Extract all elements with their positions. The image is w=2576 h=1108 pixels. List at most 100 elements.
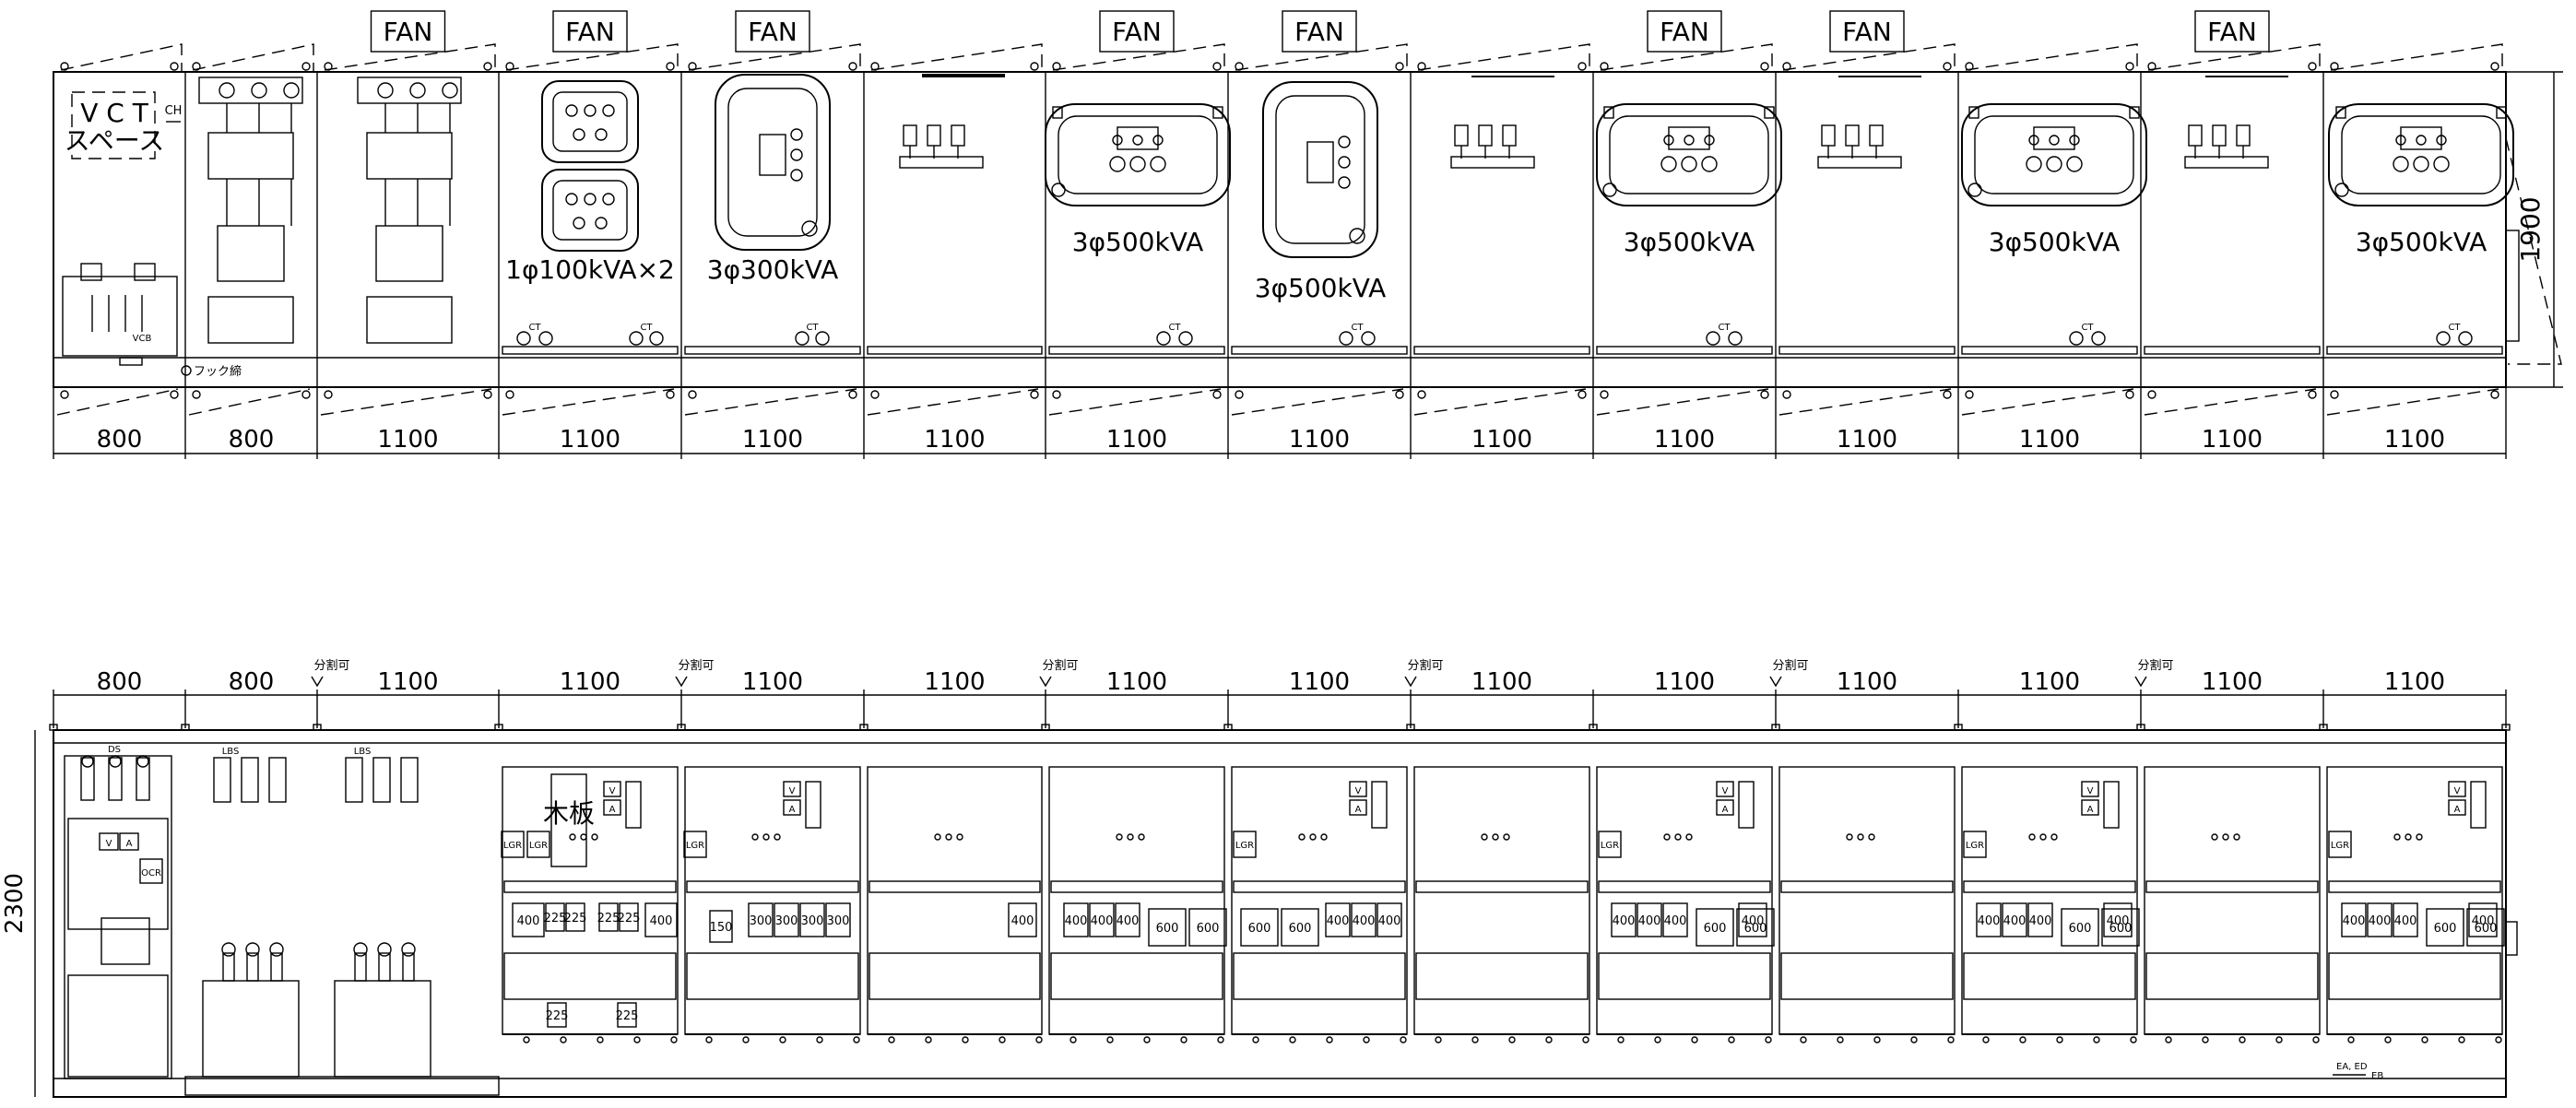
xfmr-lug [1603,106,1614,119]
breaker [1637,902,1662,937]
bushing [1338,176,1351,189]
rivet [1143,1036,1151,1043]
bolt-symbol [1030,62,1039,71]
rivet [2239,1036,2246,1043]
capacitor-bushing [354,952,367,982]
width-dimension: 1100 [924,426,985,454]
lift-lug [181,724,190,731]
ds-pole [80,757,95,801]
xfmr-tank [1045,103,1231,206]
bushing [1338,156,1351,169]
indicator [1663,833,1671,841]
lbs-pole [927,124,941,147]
breaker [2061,908,2099,947]
breaker-rating: 400 [1065,914,1088,928]
switch-frame [366,132,453,180]
indicator [1138,833,1145,841]
lgr-label: LGR [503,841,522,851]
door-swing-bottom [867,388,1039,416]
bolt-symbol [1395,62,1404,71]
lgr-label: LGR [686,841,704,851]
lgr-label: LGR [1966,841,1984,851]
transformer-label: 3φ300kVA [707,254,838,285]
width-dimension: 1100 [377,426,438,454]
rivet [2019,1036,2027,1043]
bushing [2069,135,2080,146]
xfmr-3ph-500 [1045,103,1231,206]
xfmr-tank [1262,81,1378,258]
bolt-symbol [870,390,880,399]
rivet [2165,1036,2172,1043]
split-label: 分割可 [1407,658,1443,673]
ct-terminal [538,331,553,346]
a-meter-label: A [1722,805,1729,815]
drain-valve [1051,183,1066,197]
hook-label: フック締 [194,364,242,379]
breaker [1240,908,1279,947]
bushing [1112,135,1123,146]
fan-box [1647,10,1722,53]
lbs-base [1450,156,1535,169]
bolt-symbol [1212,62,1222,71]
breaker [1115,902,1140,937]
bushing [1338,136,1351,148]
breaker [2466,908,2505,947]
door-swing-top [1965,43,2138,72]
bolt-symbol [505,390,514,399]
door-swing-top [688,43,861,72]
bolt-symbol [688,62,697,71]
breaker-rating: 600 [2069,922,2092,936]
bolt-symbol [2490,390,2499,399]
breaker [1377,902,1402,937]
bolt-symbol [2330,62,2339,71]
bolt-symbol [483,390,492,399]
fan-label: FAN [384,17,433,47]
bushing [2393,156,2409,172]
rivet [2347,1036,2355,1043]
breaker [1738,902,1767,937]
transformer-label: 3φ500kVA [1072,227,1203,257]
breaker [1662,902,1688,937]
xfmr-tank-small [541,80,639,163]
width-dimension: 1100 [377,668,438,696]
indicator [1868,833,1875,841]
ct-label: CT [806,323,819,333]
xfmr-tank [1961,103,2147,206]
fan-box [735,10,810,53]
bolt-symbol [666,390,675,399]
breaker [1188,908,1227,947]
ct-terminal [1728,331,1743,346]
lower-chamber [1963,952,2136,1000]
lift-lug [2319,724,2328,731]
enclosure-outline [53,729,2507,1098]
bolt-symbol [2330,390,2339,399]
meter-v [783,781,801,797]
meter-v [2448,781,2466,797]
breaker-rating: 600 [2434,922,2457,936]
rivet [779,1036,786,1043]
breaker [598,902,619,932]
ct-terminal [1339,331,1353,346]
width-dimension: 800 [229,426,275,454]
meter-a [1716,799,1734,816]
width-dimension: 1100 [1106,668,1167,696]
bushing [1150,156,1166,172]
width-dimension: 1100 [1837,426,1897,454]
door-swing-bottom [188,388,311,416]
width-dimension: 1100 [2202,426,2263,454]
bolt-symbol [848,62,857,71]
rivet [1289,1036,1296,1043]
lower-chamber [1233,952,1406,1000]
rivet [1252,1036,1259,1043]
lift-lug [1771,724,1780,731]
side-door-swing [2505,137,2562,365]
ct-terminal [2458,331,2473,346]
capacitor-cap [245,942,260,957]
breaker-rating: 300 [775,914,798,928]
fan-label: FAN [565,17,615,47]
breaker-rating: 400 [2029,914,2052,928]
bushing [1681,156,1697,172]
meter-column [625,781,642,829]
door-swing-top [505,43,679,72]
